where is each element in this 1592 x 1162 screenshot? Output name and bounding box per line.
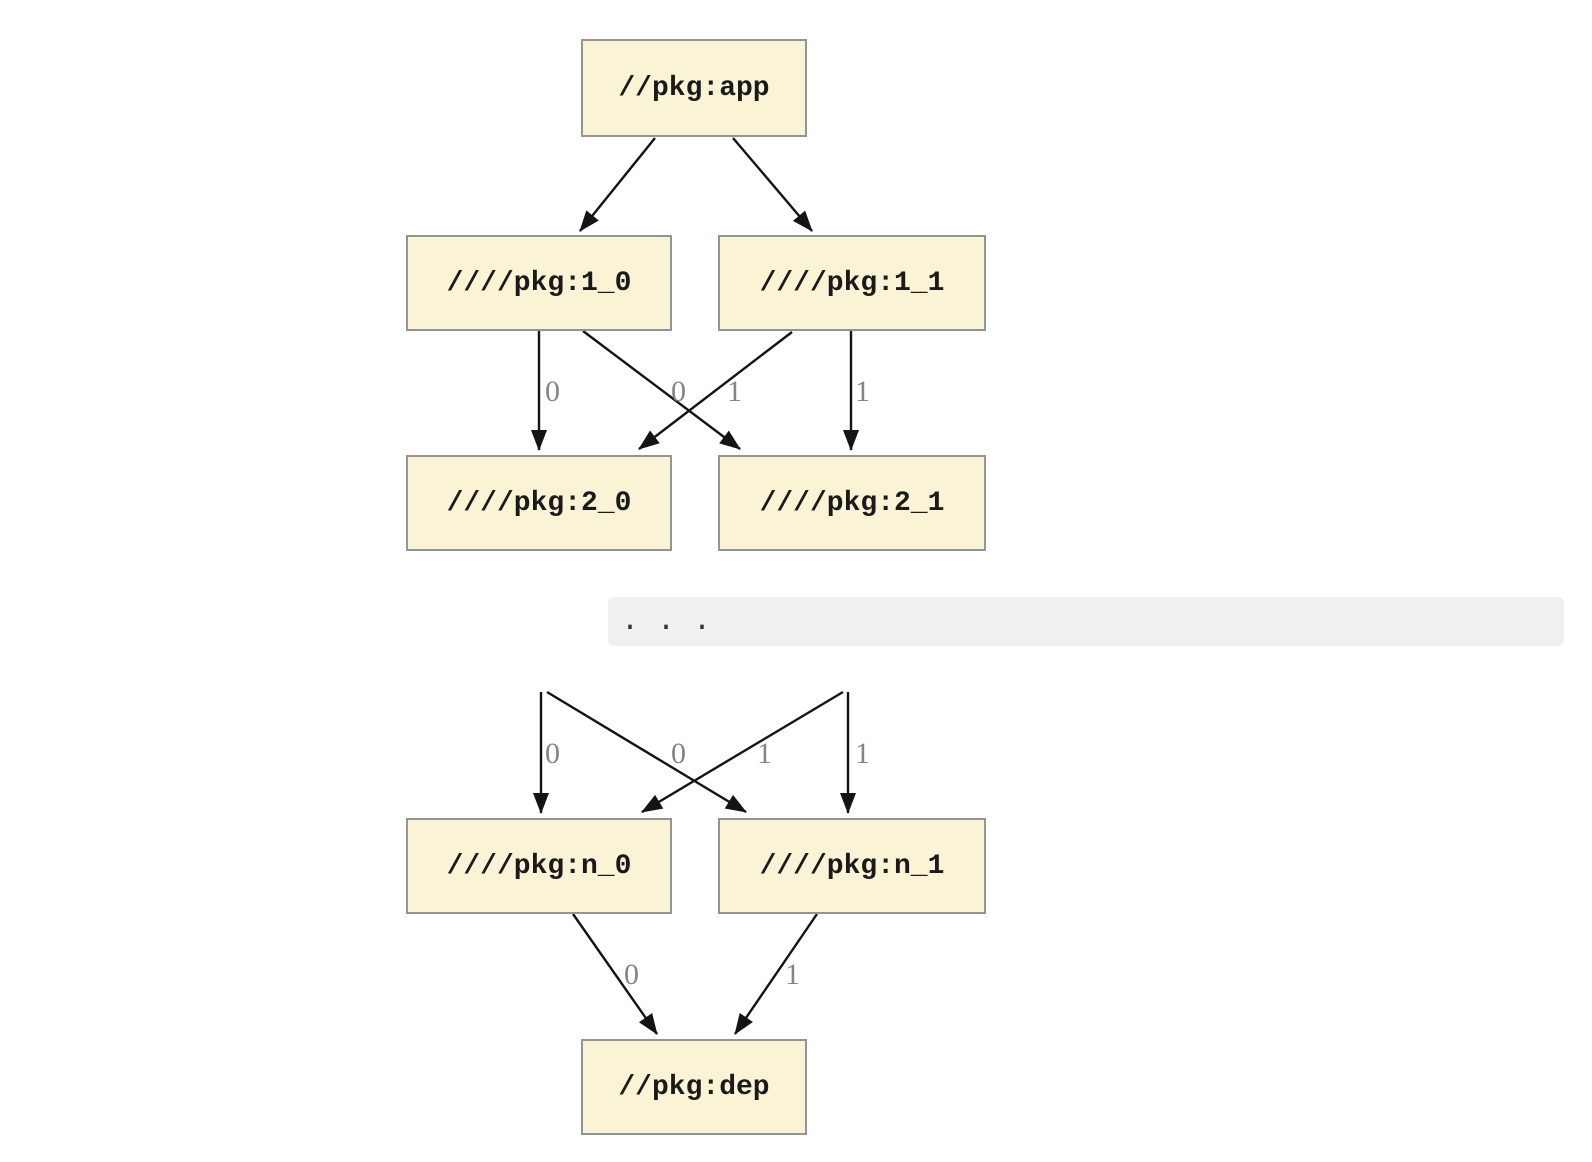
node-pkg-dep: //pkg:dep	[581, 1039, 807, 1135]
node-pkg-app: //pkg:app	[581, 39, 807, 137]
edge-label-n-0-to-dep: 0	[624, 958, 639, 991]
edge-label-1-1-to-2-1: 1	[855, 375, 870, 408]
node-pkg-n-0: ////pkg:n_0	[406, 818, 672, 914]
edge-label-n-1-to-dep: 1	[785, 958, 800, 991]
edge-label-1-0-to-2-0: 0	[545, 375, 560, 408]
edge-label-1-1-to-2-0: 0	[671, 375, 686, 408]
edge-label-cut-to-n-0-cross: 0	[671, 737, 686, 770]
edge-app-to-1-1	[732, 137, 813, 232]
edge-label-cut-to-n-1: 1	[855, 737, 870, 770]
edge-label-cut-to-n-0: 0	[545, 737, 560, 770]
edge-app-to-1-0	[579, 137, 656, 232]
edge-n-1-to-dep	[734, 913, 818, 1035]
node-pkg-2-0: ////pkg:2_0	[406, 455, 672, 551]
node-pkg-n-1: ////pkg:n_1	[718, 818, 986, 914]
edge-1-1-to-2-0	[638, 331, 793, 450]
edge-label-1-0-to-2-1: 1	[727, 375, 742, 408]
edge-cut-to-n-1-cross	[546, 690, 747, 814]
edge-n-0-to-dep	[572, 913, 658, 1035]
node-pkg-1-0: ////pkg:1_0	[406, 235, 672, 331]
node-pkg-2-1: ////pkg:2_1	[718, 455, 986, 551]
node-pkg-1-1: ////pkg:1_1	[718, 235, 986, 331]
edge-1-0-to-2-1	[582, 330, 741, 450]
edge-label-cut-to-n-1-cross: 1	[757, 737, 772, 770]
ellipsis-band: . . .	[608, 597, 1564, 646]
ellipsis-text: . . .	[621, 604, 712, 639]
